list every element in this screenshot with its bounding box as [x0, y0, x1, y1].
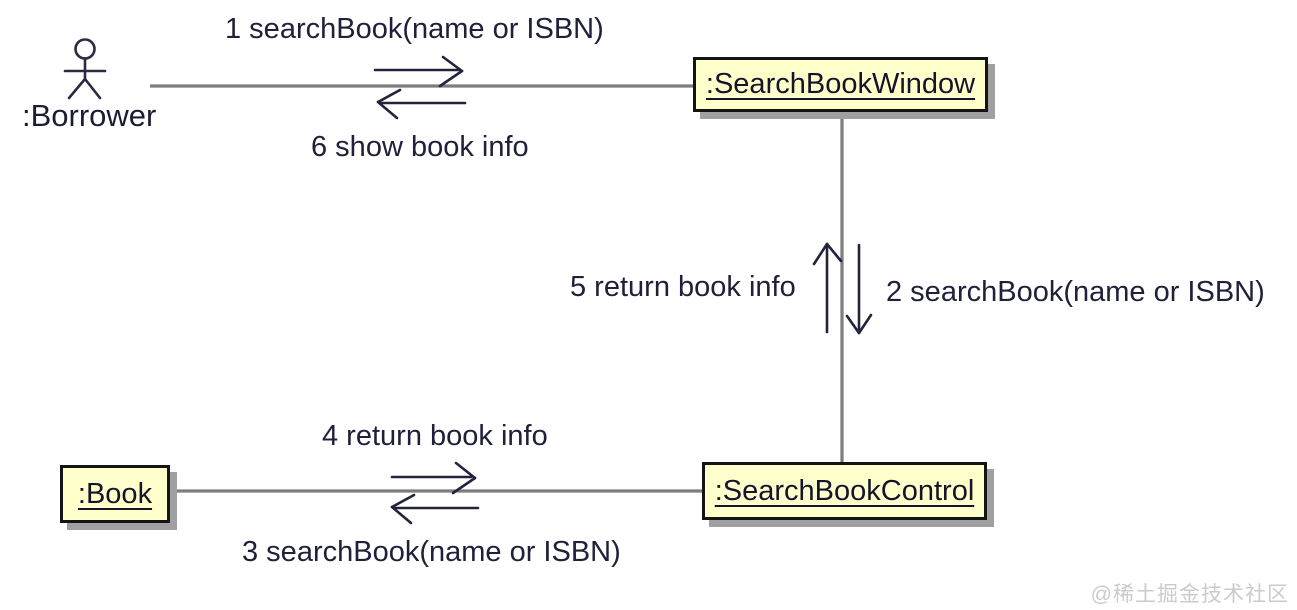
- message-label-6: 6 show book info: [311, 131, 529, 163]
- message-label-3: 3 searchBook(name or ISBN): [242, 536, 621, 568]
- object-book: :Book: [60, 465, 170, 523]
- link-lines: [150, 84, 844, 493]
- object-book-label: :Book: [77, 477, 153, 510]
- actor-stick-figure-icon: [63, 38, 107, 100]
- object-search-book-window-label: :SearchBookWindow: [705, 68, 976, 100]
- arrow-left-icon-m6: [376, 88, 467, 120]
- arrow-down-icon-m2: [845, 243, 873, 335]
- watermark-label: @稀土掘金技术社区: [1090, 583, 1289, 606]
- message-label-2: 2 searchBook(name or ISBN): [886, 276, 1265, 308]
- object-search-book-control: :SearchBookControl: [702, 462, 987, 520]
- arrow-left-icon-m3: [390, 493, 480, 525]
- object-search-book-control-label: :SearchBookControl: [714, 474, 975, 507]
- message-label-4: 4 return book info: [322, 420, 548, 452]
- arrow-right-icon-m1: [373, 55, 464, 88]
- object-search-book-window: :SearchBookWindow: [693, 57, 988, 112]
- message-label-5: 5 return book info: [570, 271, 796, 303]
- actor-borrower-label: :Borrower: [22, 98, 157, 133]
- arrow-right-icon-m4: [390, 461, 477, 495]
- arrow-up-icon-m5: [812, 242, 843, 334]
- message-arrows: [373, 55, 873, 525]
- message-label-1: 1 searchBook(name or ISBN): [225, 13, 604, 45]
